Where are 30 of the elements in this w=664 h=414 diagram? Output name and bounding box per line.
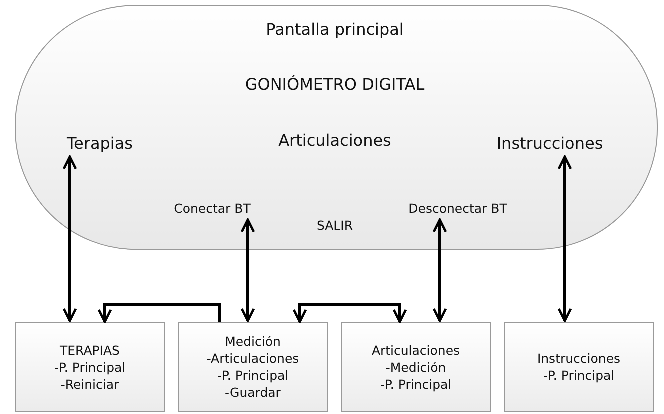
menu-item: -P. Principal — [54, 358, 126, 376]
menu-item: -P. Principal — [380, 376, 452, 392]
arrow — [98, 304, 222, 324]
screen-name: Medición — [225, 333, 281, 350]
screen-box — [341, 322, 491, 412]
arrow — [292, 304, 408, 324]
menu-option: Articulaciones — [278, 131, 392, 150]
screen-name: Articulaciones — [372, 342, 460, 358]
menu-item: -P. Principal — [217, 367, 289, 384]
arrow — [558, 156, 572, 322]
menu-item: -Medición — [386, 358, 446, 376]
menu-option: Terapias — [55, 131, 145, 155]
screen-name: TERAPIAS — [60, 342, 120, 358]
menu-option: Desconectar BT — [403, 198, 513, 218]
app-title: GONIÓMETRO DIGITAL — [245, 75, 425, 94]
menu-option: Instrucciones — [485, 131, 615, 155]
menu-option: SALIR — [316, 218, 354, 233]
menu-item: -Reiniciar — [60, 376, 120, 392]
arrow — [432, 218, 448, 322]
screen-box — [178, 322, 328, 412]
screen-box — [15, 322, 165, 412]
screen-box — [504, 322, 654, 412]
menu-item: -P. Principal — [543, 367, 615, 384]
screen-title: Pantalla principal — [266, 20, 404, 39]
menu-item: -Guardar — [225, 384, 281, 401]
menu-option: Conectar BT — [165, 198, 260, 218]
arrow — [62, 156, 78, 322]
menu-item: -Articulaciones — [206, 350, 300, 367]
arrow — [240, 218, 256, 322]
screen-name: Instrucciones — [537, 350, 621, 367]
